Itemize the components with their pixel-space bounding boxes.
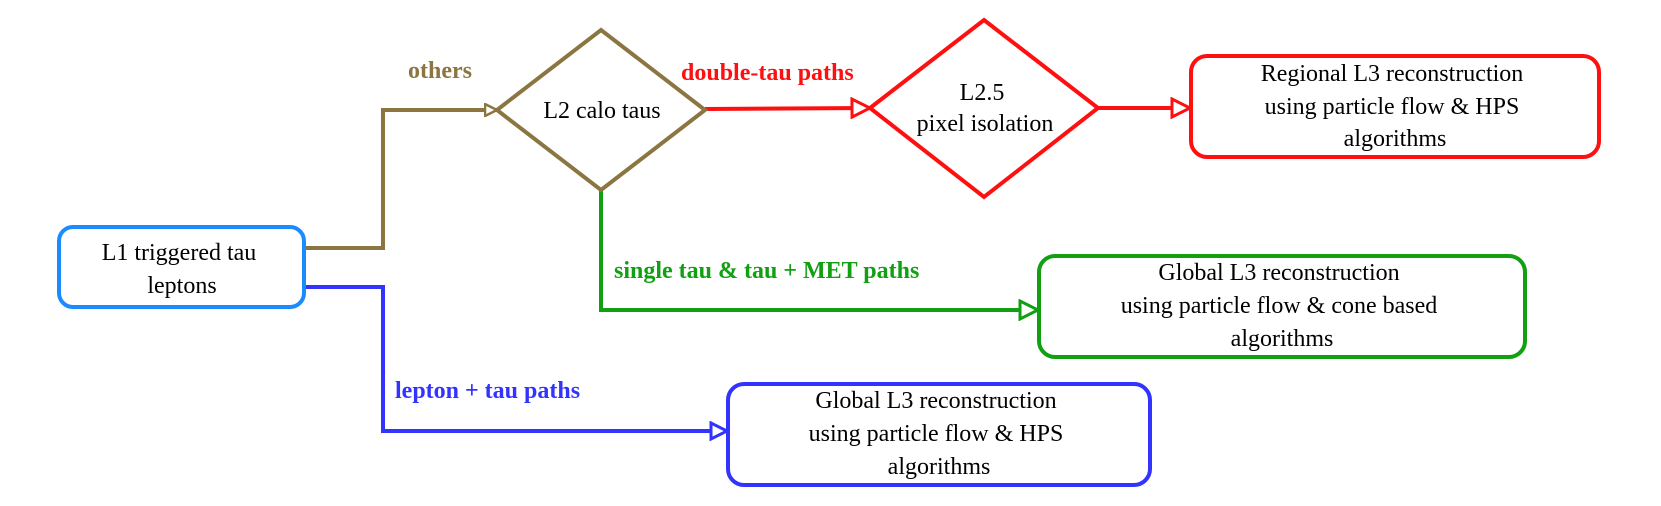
- node-global-l3-cone-text: Global L3 reconstruction using particle …: [1121, 260, 1444, 352]
- node-l25-line-2: pixel isolation: [917, 111, 1054, 137]
- edge-double-tau: [704, 108, 870, 109]
- node-l2-line-1: L2 calo taus: [543, 98, 660, 124]
- edge-label-lepton-tau: lepton + tau paths: [395, 378, 580, 404]
- node-l2-text: L2 calo taus: [543, 98, 660, 124]
- edge-label-double-tau: double-tau paths: [681, 60, 854, 86]
- edge-lepton-tau: [305, 285, 727, 431]
- node-l1-line-2: leptons: [147, 273, 216, 299]
- node-regional-l3: [1189, 54, 1601, 159]
- node-global-l3-hps-text: Global L3 reconstruction using particle …: [809, 388, 1070, 480]
- edge-others: [305, 110, 497, 250]
- node-global-l3-hps-line-2: using particle flow & HPS: [809, 421, 1064, 447]
- node-global-l3-cone: [1037, 254, 1527, 359]
- node-global-l3-hps-line-1: Global L3 reconstruction: [815, 388, 1056, 414]
- node-global-l3-cone-line-1: Global L3 reconstruction: [1158, 260, 1399, 286]
- edge-label-single-tau: single tau & tau + MET paths: [614, 258, 919, 284]
- node-l25-pixel-isolation: [866, 17, 1102, 200]
- node-l2-calo-taus: [493, 27, 709, 193]
- node-l1-line-1: L1 triggered tau: [102, 240, 257, 266]
- node-regional-l3-line-1: Regional L3 reconstruction: [1261, 61, 1524, 87]
- node-l25-line-1: L2.5: [960, 80, 1005, 106]
- node-global-l3-cone-line-2: using particle flow & cone based: [1121, 293, 1438, 319]
- node-regional-l3-text: Regional L3 reconstruction using particl…: [1261, 61, 1530, 152]
- node-regional-l3-line-3: algorithms: [1344, 126, 1447, 152]
- node-global-l3-hps: [726, 382, 1152, 487]
- node-regional-l3-line-2: using particle flow & HPS: [1265, 94, 1520, 120]
- node-l1-text: L1 triggered tau leptons: [102, 240, 263, 299]
- edge-label-others: others: [408, 58, 472, 84]
- node-l1-triggered: [57, 225, 306, 309]
- node-global-l3-cone-line-3: algorithms: [1231, 326, 1334, 352]
- node-global-l3-hps-line-3: algorithms: [888, 454, 991, 480]
- node-l25-text: L2.5 pixel isolation: [917, 80, 1054, 137]
- edge-single-tau: [599, 190, 1038, 310]
